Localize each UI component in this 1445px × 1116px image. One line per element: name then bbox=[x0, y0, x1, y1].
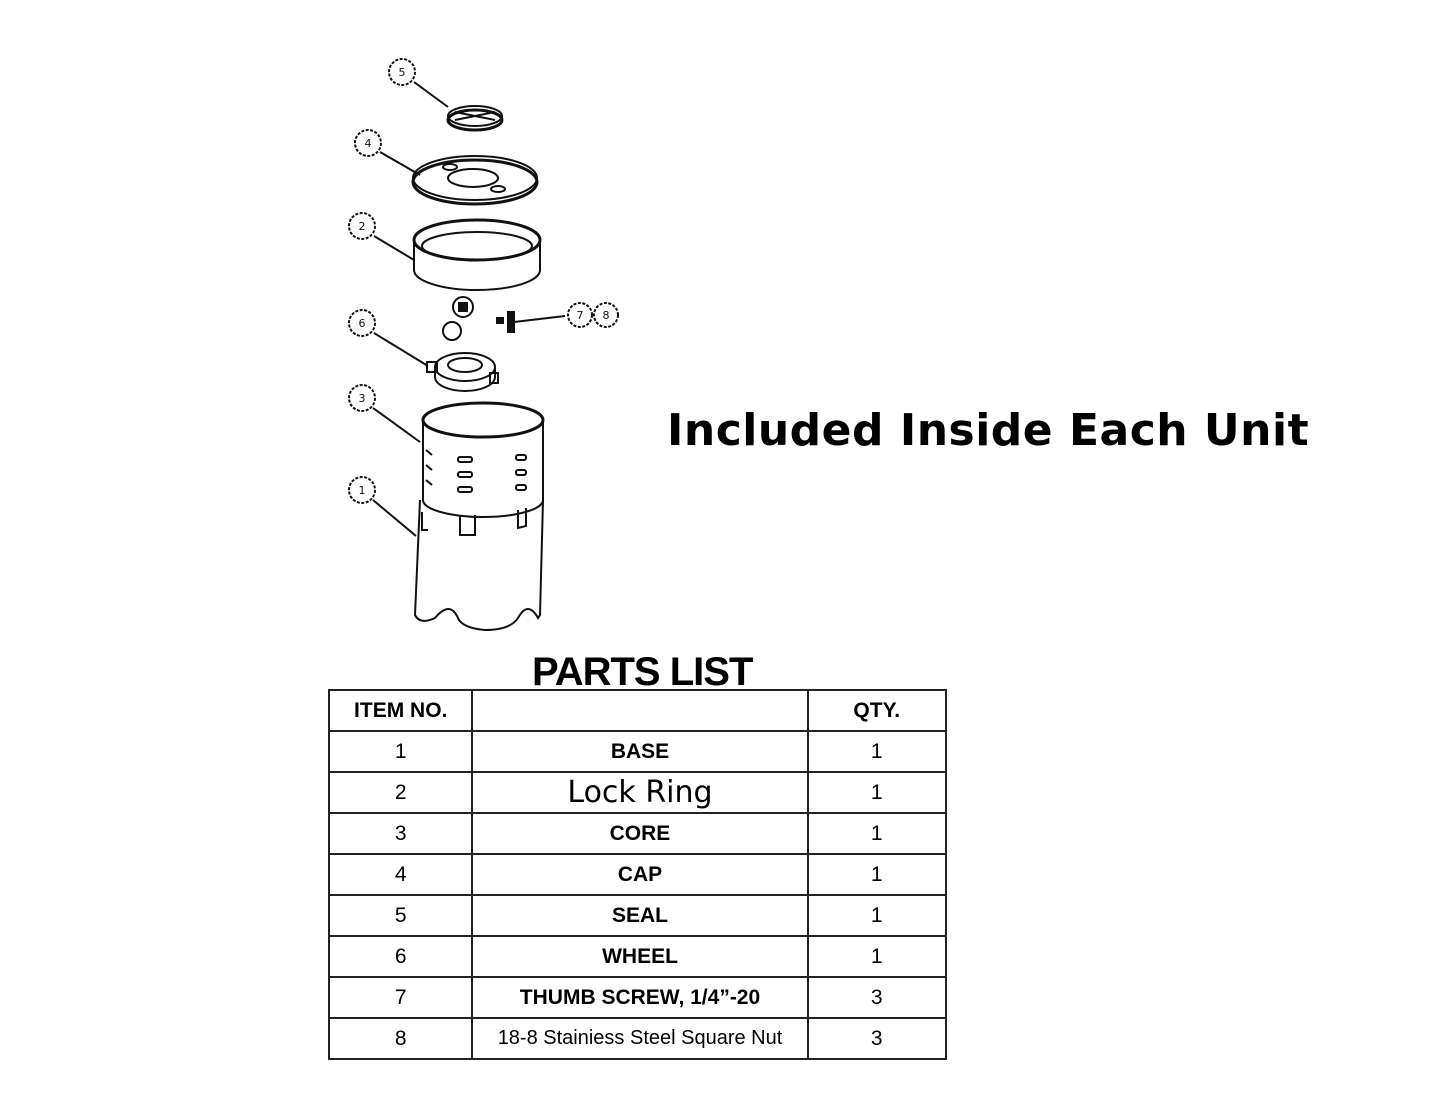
part-name-cell: BASE bbox=[471, 730, 809, 773]
svg-text:7: 7 bbox=[577, 309, 584, 322]
part-name-cell: CAP bbox=[471, 853, 809, 896]
qty-cell: 1 bbox=[806, 771, 948, 814]
wheel-part-icon bbox=[426, 352, 499, 392]
hardware-part-icon bbox=[442, 296, 566, 341]
table-row: 4 CAP 1 bbox=[327, 853, 948, 896]
part-name-cell: WHEEL bbox=[471, 935, 809, 978]
qty-cell: 1 bbox=[806, 730, 948, 773]
table-row: 1 BASE 1 bbox=[327, 730, 948, 773]
svg-text:2: 2 bbox=[359, 220, 366, 233]
table-row: 6 WHEEL 1 bbox=[327, 935, 948, 978]
parts-list-title: PARTS LIST bbox=[532, 650, 753, 694]
part-name-cell: 18-8 Stainiess Steel Square Nut bbox=[471, 1017, 809, 1060]
qty-cell: 3 bbox=[806, 976, 948, 1019]
svg-text:1: 1 bbox=[359, 484, 366, 497]
part-name-cell: Lock Ring bbox=[471, 771, 809, 814]
column-header-qty: QTY. bbox=[806, 689, 948, 732]
exploded-parts-diagram: 5 4 2 6 3 1 7 8 bbox=[348, 58, 619, 632]
item-no-cell: 8 bbox=[327, 1017, 474, 1060]
qty-cell: 1 bbox=[806, 894, 948, 937]
svg-text:8: 8 bbox=[603, 309, 610, 322]
core-part-icon bbox=[421, 401, 545, 518]
base-part-icon bbox=[413, 499, 544, 632]
callout-4 bbox=[354, 129, 421, 176]
column-header-item-no: ITEM NO. bbox=[327, 689, 474, 732]
item-no-cell: 2 bbox=[327, 771, 474, 814]
svg-text:6: 6 bbox=[359, 317, 366, 330]
table-row: 8 18-8 Stainiess Steel Square Nut 3 bbox=[327, 1017, 948, 1060]
part-name-cell: THUMB SCREW, 1/4”-20 bbox=[471, 976, 809, 1019]
qty-cell: 3 bbox=[806, 1017, 948, 1060]
qty-cell: 1 bbox=[806, 935, 948, 978]
table-row: 2 Lock Ring 1 bbox=[327, 771, 948, 814]
part-name-cell: SEAL bbox=[471, 894, 809, 937]
parts-list-table: ITEM NO. QTY. 1 BASE 1 2 Lock Ring 1 3 C… bbox=[327, 689, 948, 1060]
qty-cell: 1 bbox=[806, 812, 948, 855]
item-no-cell: 1 bbox=[327, 730, 474, 773]
included-headline: Included Inside Each Unit bbox=[667, 405, 1310, 456]
qty-cell: 1 bbox=[806, 853, 948, 896]
item-no-cell: 4 bbox=[327, 853, 474, 896]
svg-text:4: 4 bbox=[365, 137, 372, 150]
item-no-cell: 7 bbox=[327, 976, 474, 1019]
seal-part-icon bbox=[446, 105, 504, 132]
callout-2 bbox=[348, 212, 415, 261]
callout-7-8 bbox=[567, 302, 619, 328]
cap-part-icon bbox=[411, 155, 539, 206]
table-header-row: ITEM NO. QTY. bbox=[327, 689, 948, 732]
svg-text:3: 3 bbox=[359, 392, 366, 405]
table-row: 3 CORE 1 bbox=[327, 812, 948, 855]
table-row: 7 THUMB SCREW, 1/4”-20 3 bbox=[327, 976, 948, 1019]
lock-ring-part-icon bbox=[412, 218, 542, 291]
table-row: 5 SEAL 1 bbox=[327, 894, 948, 937]
callout-1 bbox=[348, 476, 417, 537]
svg-text:5: 5 bbox=[399, 66, 406, 79]
item-no-cell: 5 bbox=[327, 894, 474, 937]
callout-3 bbox=[348, 384, 421, 443]
column-header-description bbox=[471, 689, 809, 732]
callout-6 bbox=[348, 309, 429, 367]
item-no-cell: 6 bbox=[327, 935, 474, 978]
item-no-cell: 3 bbox=[327, 812, 474, 855]
callout-5 bbox=[388, 58, 449, 108]
part-name-cell: CORE bbox=[471, 812, 809, 855]
